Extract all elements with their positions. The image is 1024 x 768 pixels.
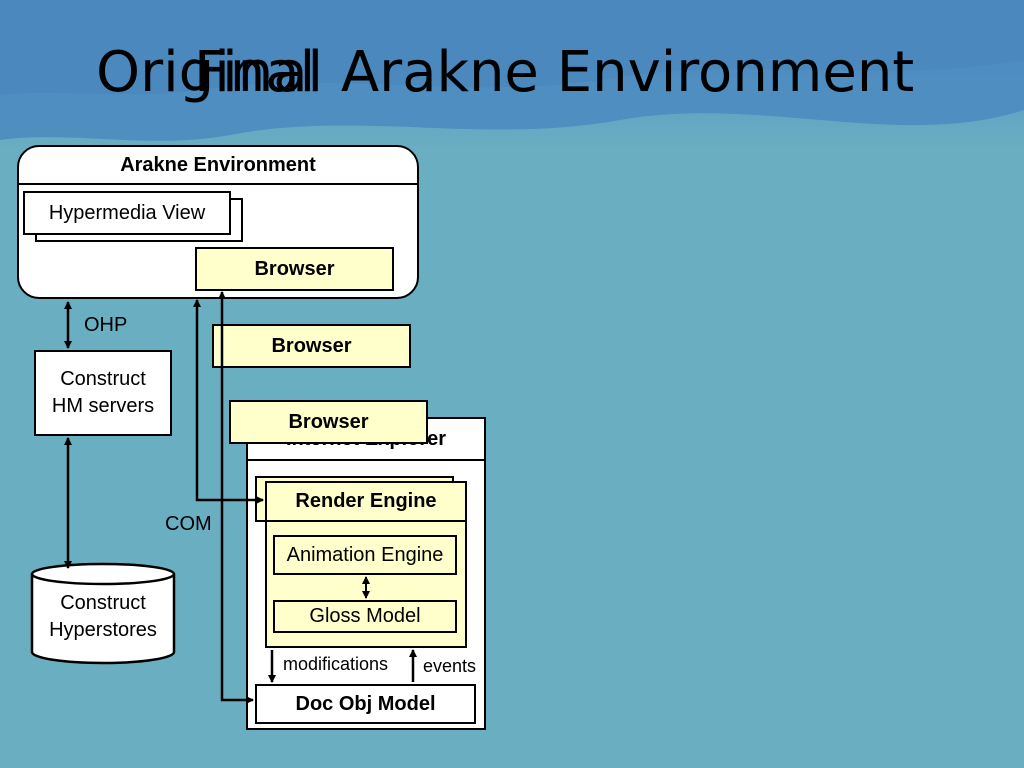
construct-hm-servers-line-2: HM servers: [51, 395, 155, 417]
browser-box-3: Browser: [229, 400, 428, 444]
gloss-model-box: Gloss Model: [273, 600, 457, 633]
construct-hyperstores-line-1: Construct: [60, 592, 146, 614]
construct-hm-servers-box: Construct HM servers: [34, 350, 172, 436]
background-wave: [0, 0, 1024, 141]
hypermedia-view-box: Hypermedia View: [23, 191, 231, 235]
browser-label-2: Browser: [271, 334, 352, 357]
construct-hm-servers-line-1: Construct: [60, 368, 146, 390]
browser-label-1: Browser: [254, 257, 335, 280]
slide-title-original: Original: [96, 40, 316, 105]
browser-box-1: Browser: [195, 247, 394, 291]
doc-obj-model-label: Doc Obj Model: [295, 692, 436, 715]
slide-title-final: Final Arakne Environment: [194, 40, 915, 105]
construct-hyperstores-line-2: Hyperstores: [49, 619, 157, 641]
ohp-label: OHP: [84, 314, 128, 336]
arakne-environment-title: Arakne Environment: [19, 147, 417, 185]
browser-label-3: Browser: [288, 410, 369, 433]
gloss-model-label: Gloss Model: [309, 605, 421, 627]
construct-hyperstores-cylinder: [30, 562, 176, 665]
hypermedia-view-label: Hypermedia View: [48, 201, 206, 224]
modifications-label: modifications: [283, 654, 389, 674]
events-label: events: [423, 656, 477, 676]
construct-hyperstores-label: Construct Hyperstores: [30, 590, 176, 644]
slide-title: Original Final Arakne Environment: [0, 40, 1024, 120]
animation-engine-box: Animation Engine: [273, 535, 457, 575]
render-engine-label: Render Engine: [295, 490, 437, 512]
doc-obj-model-box: Doc Obj Model: [255, 684, 476, 724]
com-label: COM: [165, 513, 212, 535]
browser-box-2: Browser: [212, 324, 411, 368]
render-engine-box: Render Engine: [265, 481, 467, 522]
animation-engine-label: Animation Engine: [286, 543, 444, 566]
